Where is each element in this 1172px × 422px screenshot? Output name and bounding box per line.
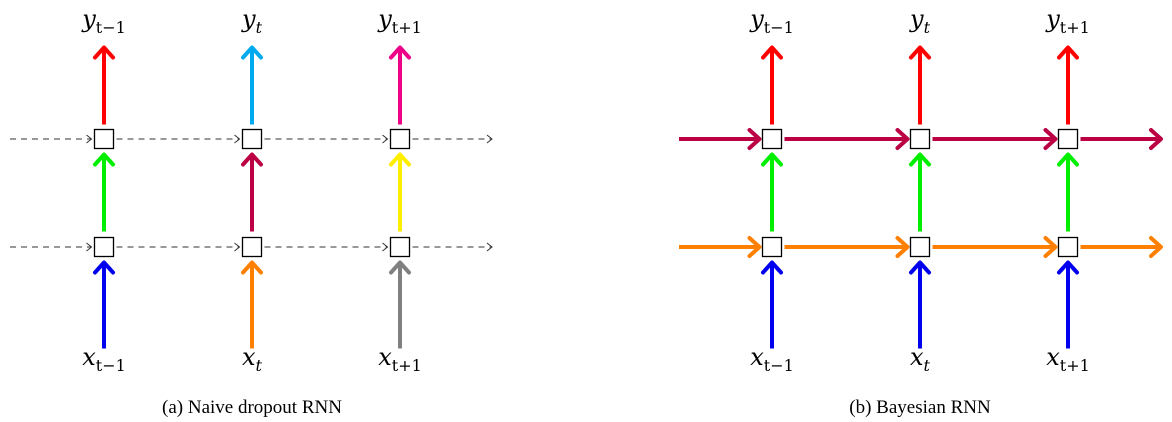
output-label-subscript: t [924,18,931,37]
top-recurrent-arrow-head [234,134,241,144]
bottom-recurrent-arrow-head [234,242,241,252]
hidden-unit-bottom [389,236,411,258]
input-arrow-head [761,260,783,275]
output-label-base: y [1045,5,1060,33]
hidden-arrow-head [93,152,115,167]
input-label: xt+1 [378,343,422,375]
input-arrow-head [1057,260,1079,275]
hidden-unit-top [909,128,931,150]
input-label: xt+1 [1046,343,1090,375]
input-label-base: x [910,343,924,371]
input-label-subscript: t+1 [392,356,422,375]
input-arrow-head [93,260,115,275]
top-recurrent-arrow-head [895,128,910,150]
hidden-unit-top [93,128,115,150]
output-label: yt [909,5,931,37]
hidden-unit-bottom [93,236,115,258]
output-label-base: y [377,5,392,33]
bottom-recurrent-arrow-head [1149,236,1163,258]
input-label-subscript: t [256,356,263,375]
bottom-recurrent-arrow-head [747,236,762,258]
panel-caption: (a) Naive dropout RNN [162,397,342,418]
output-label-base: y [909,5,924,33]
hidden-unit-top [761,128,783,150]
hidden-unit-bottom [241,236,263,258]
hidden-arrow-head [1057,152,1079,167]
output-arrow-head [389,45,411,60]
input-label: xt−1 [750,343,794,375]
input-label-subscript: t+1 [1060,356,1090,375]
hidden-unit-top [1057,128,1079,150]
output-label: yt−1 [81,5,126,37]
bottom-recurrent-arrow-head [86,242,93,252]
hidden-arrow-head [909,152,931,167]
output-arrow-head [241,45,263,60]
input-label-base: x [378,343,392,371]
input-label: xt−1 [82,343,126,375]
input-arrow-head [909,260,931,275]
hidden-unit-bottom [1057,236,1079,258]
output-label: yt−1 [749,5,794,37]
input-arrow-head [241,260,263,275]
input-label-subscript: t−1 [764,356,794,375]
output-arrow-head [1057,45,1079,60]
output-arrow-head [93,45,115,60]
output-label: yt+1 [377,5,422,37]
output-label: yt [241,5,263,37]
input-label: xt [242,343,263,375]
top-recurrent-arrow-head [382,134,389,144]
output-label-base: y [81,5,96,33]
top-recurrent-arrow-head [1043,128,1058,150]
input-label-base: x [1046,343,1060,371]
output-label-subscript: t−1 [96,18,126,37]
input-label-subscript: t−1 [96,356,126,375]
input-label-base: x [750,343,764,371]
hidden-unit-top [241,128,263,150]
input-arrow-head [389,260,411,275]
bottom-recurrent-arrow-head [895,236,910,258]
output-arrow-head [761,45,783,60]
hidden-unit-bottom [761,236,783,258]
output-label-base: y [241,5,256,33]
output-label-subscript: t+1 [1060,18,1090,37]
input-label-base: x [82,343,96,371]
panel-caption: (b) Bayesian RNN [849,397,991,418]
input-label-subscript: t [924,356,931,375]
hidden-arrow-head [241,152,263,167]
top-recurrent-arrow-head [747,128,762,150]
output-label-subscript: t−1 [764,18,794,37]
output-arrow-head [909,45,931,60]
top-recurrent-arrow-head [486,134,493,144]
input-label: xt [910,343,931,375]
bottom-recurrent-arrow-head [382,242,389,252]
hidden-arrow-head [389,152,411,167]
input-label-base: x [242,343,256,371]
output-label-subscript: t+1 [392,18,422,37]
output-label-subscript: t [256,18,263,37]
top-recurrent-arrow-head [86,134,93,144]
output-label: yt+1 [1045,5,1090,37]
output-label-base: y [749,5,764,33]
hidden-arrow-head [761,152,783,167]
hidden-unit-top [389,128,411,150]
bottom-recurrent-arrow-head [486,242,493,252]
top-recurrent-arrow-head [1149,128,1163,150]
hidden-unit-bottom [909,236,931,258]
bottom-recurrent-arrow-head [1043,236,1058,258]
